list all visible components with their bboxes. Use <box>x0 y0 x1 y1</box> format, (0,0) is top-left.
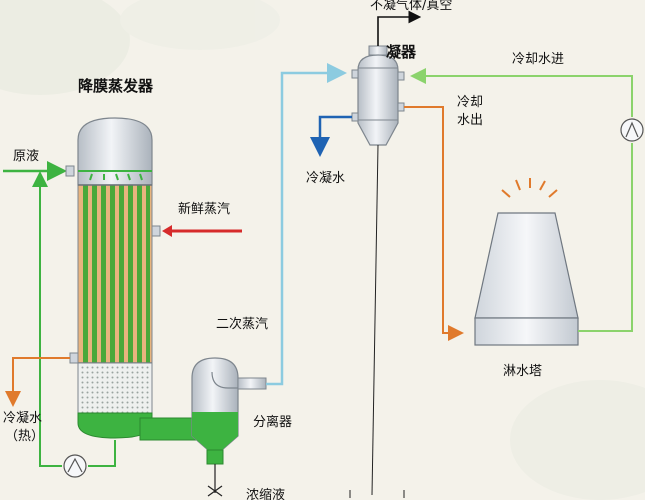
spray-tower-label: 淋水塔 <box>503 364 542 379</box>
fresh-steam-label: 新鲜蒸汽 <box>178 201 230 217</box>
cooling-water-in-line <box>578 143 633 332</box>
pump-icon <box>620 118 644 142</box>
separator-label: 分离器 <box>253 414 292 430</box>
sunburst-icon <box>501 178 558 198</box>
hot-condensate-label: 冷凝水 <box>3 410 42 426</box>
raw-liquid-label: 原液 <box>13 149 39 164</box>
noncond-gas-label: 不凝气体/真空 <box>370 0 452 13</box>
spray-cooling-tower <box>474 178 579 346</box>
heat-exchange-tubes <box>83 185 150 363</box>
concentrate-label: 浓缩液 <box>246 487 285 500</box>
spray-distributor <box>78 170 152 181</box>
cooling-water-out-sub-label: 水出 <box>457 113 483 128</box>
valve-icon <box>207 485 223 497</box>
secondary-steam-label: 二次蒸汽 <box>216 316 268 332</box>
evaporator-label: 降膜蒸发器 <box>78 77 154 95</box>
cooling-water-out-line <box>404 106 464 341</box>
cooling-water-in-label: 冷却水进 <box>512 52 564 67</box>
hot-condensate-line <box>5 357 70 407</box>
secondary-steam-line <box>266 63 347 386</box>
vacuum-line <box>377 10 422 46</box>
recirculation-line <box>88 440 116 467</box>
condensate-label: 冷凝水 <box>306 170 345 186</box>
separator-vessel <box>191 357 267 465</box>
condensate-line <box>310 115 352 157</box>
cooling-water-out-label: 冷却 <box>457 95 483 110</box>
hot-condensate-sub-label: （热） <box>5 429 44 444</box>
condenser-label: 凝器 <box>386 43 417 61</box>
pump-icon <box>63 454 87 478</box>
falling-film-evaporator <box>77 117 153 439</box>
